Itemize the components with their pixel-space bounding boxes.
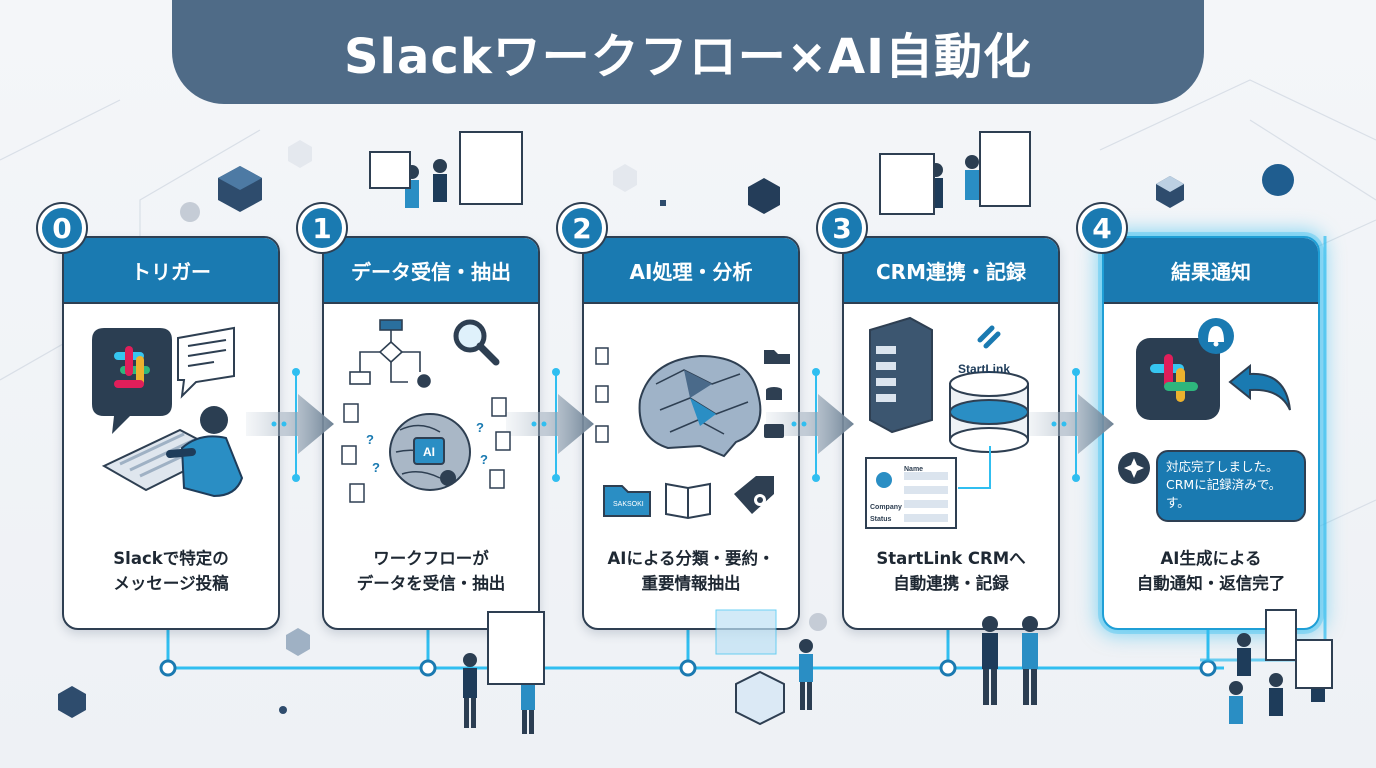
flow-arrow-icon xyxy=(766,394,854,454)
step-description: AIによる分類・要約・重要情報抽出 xyxy=(607,549,775,593)
step-description: Slackで特定のメッセージ投稿 xyxy=(113,549,229,593)
step-title: AI処理・分析 xyxy=(584,238,798,304)
step-card-notify: 結果通知 AI生成による自動通知・返信完了 xyxy=(1102,236,1320,630)
step-title: データ受信・抽出 xyxy=(324,238,538,304)
flow-arrow-icon xyxy=(246,394,334,454)
flow-arrow-icon xyxy=(1026,394,1114,454)
step-number-badge: 0 xyxy=(38,204,86,252)
form-label-company: Company xyxy=(870,504,902,511)
step-number-badge: 1 xyxy=(298,204,346,252)
form-label-name: Name xyxy=(904,466,924,473)
page-title: Slackワークフロー×AI自動化 xyxy=(172,0,1204,104)
step-number-badge: 2 xyxy=(558,204,606,252)
form-label-status: Status xyxy=(870,516,892,523)
step-title: 結果通知 xyxy=(1104,238,1318,304)
crm-logo-label: StartLink xyxy=(958,362,1011,376)
step-title: トリガー xyxy=(64,238,278,304)
step-description: ワークフローがデータを受信・抽出 xyxy=(356,549,506,593)
reply-message-bubble: 対応完了しました。 CRMに記録済みで。 す。 xyxy=(1156,450,1306,522)
step-title: CRM連携・記録 xyxy=(844,238,1058,304)
flow-arrow-icon xyxy=(506,394,594,454)
step-number-badge: 4 xyxy=(1078,204,1126,252)
step-description: AI生成による自動通知・返信完了 xyxy=(1136,549,1286,593)
step-number-badge: 3 xyxy=(818,204,866,252)
decorative-cube xyxy=(58,140,1184,718)
step-description: StartLink CRMへ自動連携・記録 xyxy=(876,549,1026,593)
